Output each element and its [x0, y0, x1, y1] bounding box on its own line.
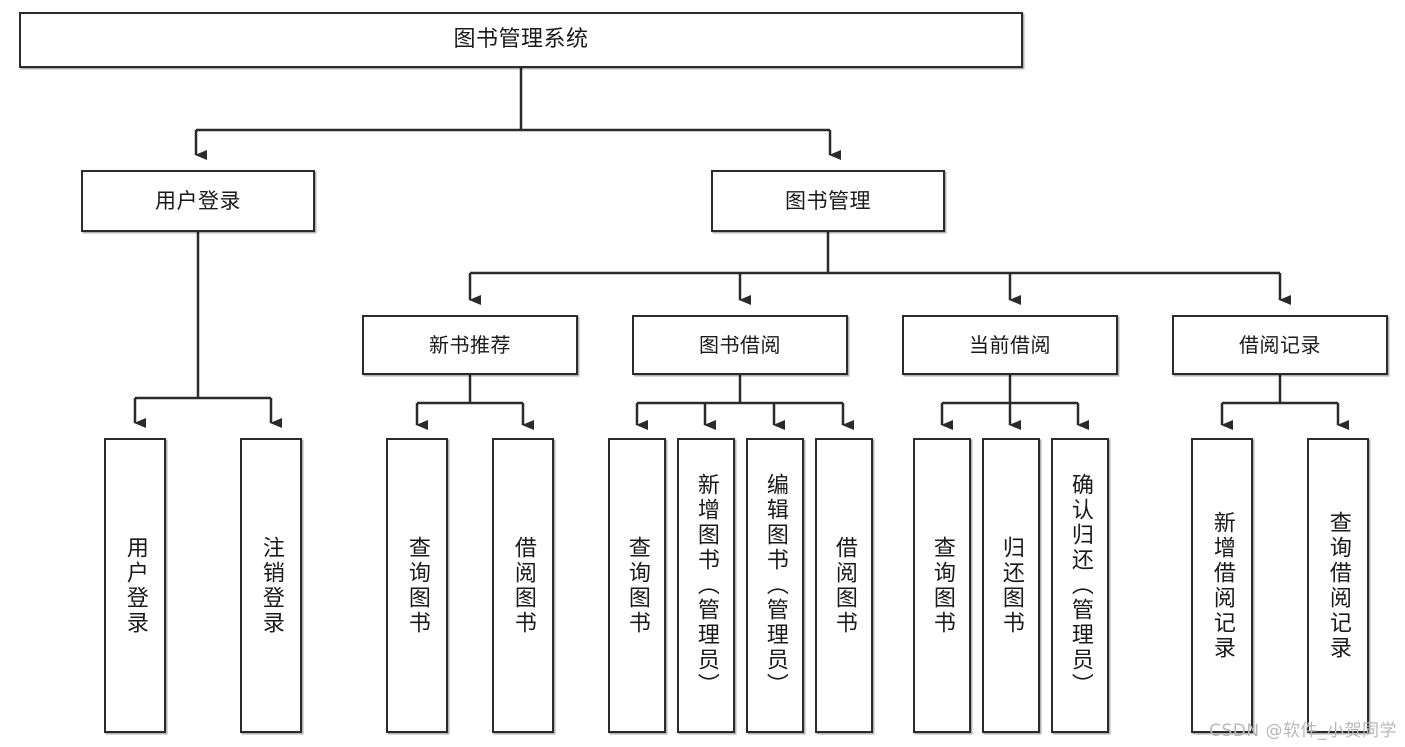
node-label: 查询图书	[929, 535, 955, 636]
node-leaf-user-login[interactable]: 用户登录	[104, 438, 166, 733]
node-label: 图书借阅	[699, 332, 781, 357]
node-leaf-logout[interactable]: 注销登录	[240, 438, 302, 733]
node-label: 新增借阅记录	[1209, 510, 1235, 661]
node-label: 当前借阅	[969, 332, 1051, 357]
node-leaf-query-book-recommend[interactable]: 查询图书	[386, 438, 448, 733]
node-leaf-confirm-return-admin[interactable]: 确认归还（管理员）	[1051, 438, 1109, 733]
node-borrow-records[interactable]: 借阅记录	[1172, 315, 1388, 375]
node-label: 借阅记录	[1239, 332, 1321, 357]
node-label: 查询图书	[404, 535, 430, 636]
node-new-book-recommendation[interactable]: 新书推荐	[362, 315, 578, 375]
node-leaf-add-book-admin[interactable]: 新增图书（管理员）	[677, 438, 735, 733]
node-book-management[interactable]: 图书管理	[711, 170, 945, 232]
node-label: 确认归还（管理员）	[1067, 473, 1093, 698]
node-leaf-borrow-book-recommend[interactable]: 借阅图书	[492, 438, 554, 733]
node-leaf-edit-book-admin[interactable]: 编辑图书（管理员）	[746, 438, 804, 733]
node-leaf-query-book-borrow[interactable]: 查询图书	[608, 438, 666, 733]
node-leaf-query-book-current[interactable]: 查询图书	[913, 438, 971, 733]
node-book-borrow[interactable]: 图书借阅	[632, 315, 848, 375]
node-label: 新书推荐	[429, 332, 511, 357]
node-label: 编辑图书（管理员）	[762, 473, 788, 698]
node-user-login[interactable]: 用户登录	[81, 170, 315, 232]
node-leaf-borrow-book[interactable]: 借阅图书	[815, 438, 873, 733]
node-label: 归还图书	[998, 535, 1024, 636]
node-current-borrow[interactable]: 当前借阅	[902, 315, 1118, 375]
node-root-book-management-system[interactable]: 图书管理系统	[19, 12, 1023, 68]
node-label: 查询图书	[624, 535, 650, 636]
node-label: 注销登录	[258, 535, 284, 636]
node-label: 图书管理	[785, 188, 871, 213]
node-label: 借阅图书	[831, 535, 857, 636]
node-leaf-return-book[interactable]: 归还图书	[982, 438, 1040, 733]
watermark: CSDN @软件_小贺同学	[1209, 721, 1397, 741]
node-leaf-query-borrow-record[interactable]: 查询借阅记录	[1307, 438, 1369, 733]
node-label: 用户登录	[122, 535, 148, 636]
node-label: 用户登录	[155, 188, 241, 213]
node-label: 图书管理系统	[453, 27, 589, 53]
node-label: 查询借阅记录	[1325, 510, 1351, 661]
node-leaf-add-borrow-record[interactable]: 新增借阅记录	[1191, 438, 1253, 733]
node-label: 借阅图书	[510, 535, 536, 636]
node-label: 新增图书（管理员）	[693, 473, 719, 698]
